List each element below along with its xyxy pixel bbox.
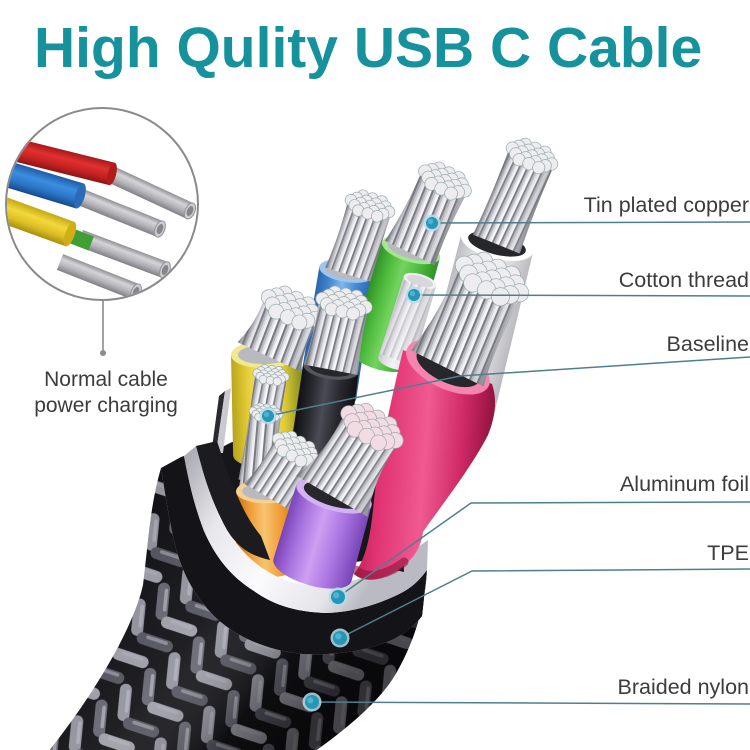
- svg-text:Tin plated copper: Tin plated copper: [584, 193, 749, 217]
- svg-text:power charging: power charging: [34, 394, 178, 417]
- svg-text:Cotton thread: Cotton thread: [619, 268, 749, 292]
- svg-text:Normal cable: Normal cable: [44, 368, 168, 391]
- svg-text:Braided nylon: Braided nylon: [618, 675, 749, 699]
- svg-text:High Qulity USB C Cable: High Qulity USB C Cable: [34, 16, 702, 80]
- svg-text:Aluminum foil: Aluminum foil: [620, 472, 749, 496]
- svg-text:Baseline: Baseline: [667, 332, 749, 356]
- svg-text:TPE: TPE: [707, 541, 749, 565]
